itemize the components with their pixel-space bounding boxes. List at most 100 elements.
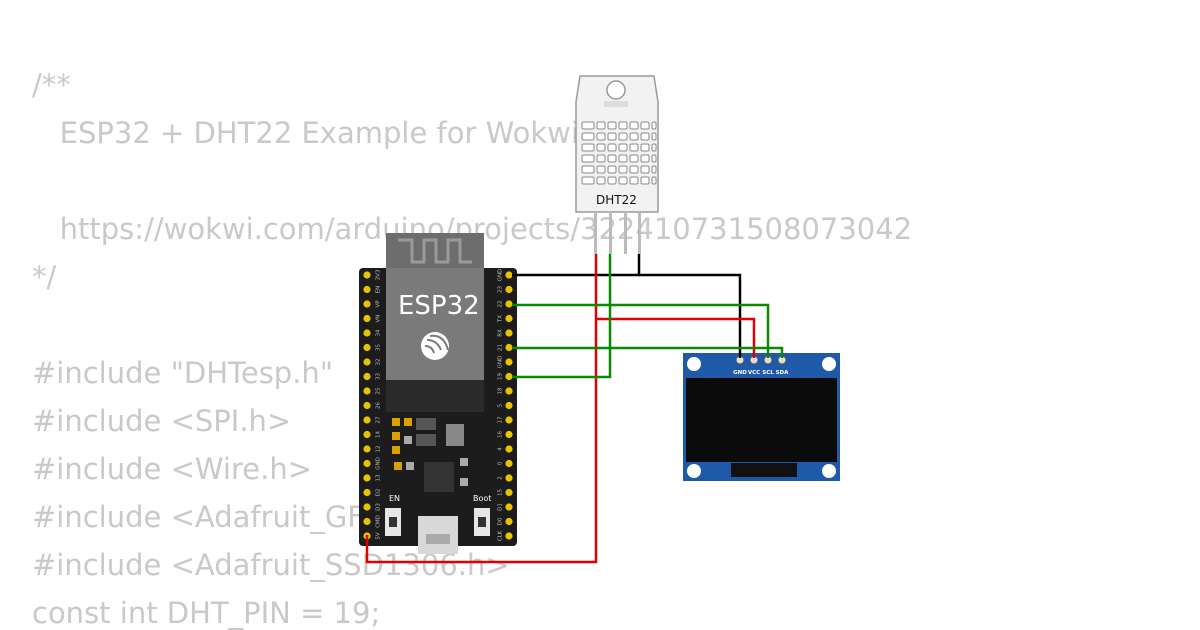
esp32-pin[interactable] — [363, 372, 371, 381]
grille-slot — [581, 165, 595, 174]
grille-slot — [618, 121, 628, 130]
esp32-pin-label: 18 — [498, 387, 504, 394]
code-line: #include <Wire.h> — [32, 452, 313, 486]
grille-slot — [640, 165, 650, 174]
esp32-pin[interactable] — [363, 416, 371, 424]
oled-screen — [686, 378, 837, 462]
esp32-pin-label: 33 — [376, 373, 382, 380]
espressif-logo-icon — [421, 332, 449, 360]
wire-dht-data[interactable] — [512, 254, 612, 379]
esp32-pin[interactable] — [505, 401, 513, 410]
esp32-pin[interactable] — [505, 329, 513, 337]
grille-slot — [581, 121, 595, 130]
grille-slot — [618, 165, 628, 174]
esp32-pin-label: CMD — [376, 515, 382, 528]
wire-vcc-oled[interactable] — [596, 317, 756, 358]
dht22-slot — [604, 101, 628, 107]
dht22-grille — [581, 121, 657, 185]
smd-component — [406, 462, 414, 470]
grille-slot — [640, 121, 650, 130]
smd-component — [404, 418, 412, 426]
esp32-left-pin-header: 3V3ENVPVN343532332526271412GND13D2D3CMD5… — [363, 269, 382, 540]
code-line: ESP32 + DHT22 Example for Wokwi — [32, 116, 579, 150]
esp32-pin[interactable] — [363, 314, 371, 323]
oled-pin-label: SCL — [762, 370, 774, 376]
esp32-pin[interactable] — [363, 358, 371, 366]
grille-slot — [581, 176, 595, 185]
wire-gnd-oled[interactable] — [639, 273, 742, 358]
grille-slot — [629, 121, 639, 130]
esp32-pin[interactable] — [505, 343, 513, 352]
grille-slot — [607, 143, 617, 152]
grille-slot — [629, 154, 639, 163]
smd-component — [392, 432, 400, 440]
esp32-pin[interactable] — [363, 300, 371, 308]
dht22-pin-data — [609, 212, 612, 254]
esp32-pin[interactable] — [363, 488, 371, 497]
esp32-pin[interactable] — [505, 488, 513, 497]
esp32-pin[interactable] — [505, 445, 513, 453]
esp32-pin[interactable] — [505, 416, 513, 424]
boot-label: Boot — [473, 494, 491, 503]
grille-slot — [596, 165, 606, 174]
esp32-pin-label: 17 — [498, 416, 504, 423]
esp32-pin-label: 25 — [376, 387, 382, 394]
wire-scl[interactable] — [512, 303, 770, 358]
esp32-pin[interactable] — [363, 285, 371, 294]
esp32-pin[interactable] — [505, 474, 513, 482]
esp32-pin[interactable] — [363, 401, 371, 410]
esp32-pin-label: D1 — [498, 503, 504, 511]
esp32-pin[interactable] — [505, 387, 513, 395]
regulator — [416, 434, 436, 446]
esp32-pin[interactable] — [363, 343, 371, 352]
esp32-pin[interactable] — [363, 329, 371, 337]
esp32-pin[interactable] — [505, 459, 513, 468]
esp32-pin[interactable] — [505, 503, 513, 511]
grille-slot — [640, 143, 650, 152]
crystal — [446, 424, 464, 446]
oled-display[interactable] — [683, 353, 840, 481]
esp32-pin-label: 32 — [376, 359, 382, 366]
esp32-pin[interactable] — [505, 314, 513, 323]
esp32-pin-label: 35 — [376, 344, 382, 351]
esp32-pin[interactable] — [363, 445, 371, 453]
esp32-pin[interactable] — [505, 271, 513, 279]
grille-slot — [581, 143, 595, 152]
boot-button-cap — [478, 517, 486, 527]
wire-vcc-esp[interactable] — [365, 254, 598, 564]
esp32-pin[interactable] — [363, 459, 371, 468]
smd-component — [460, 458, 468, 466]
esp32-pin[interactable] — [363, 503, 371, 511]
esp32-pin[interactable] — [505, 532, 513, 540]
esp32-pin-label: 14 — [376, 431, 382, 438]
esp32-pin[interactable] — [363, 271, 371, 279]
esp32-pin[interactable] — [505, 300, 513, 308]
esp32-pin-label: 34 — [376, 329, 382, 336]
esp32-pin-label: 5 — [498, 403, 504, 407]
esp32-pin[interactable] — [505, 372, 513, 381]
esp32-pin[interactable] — [505, 358, 513, 366]
esp32-pin-label: CLK — [498, 530, 504, 541]
oled-pin-label: VCC — [748, 370, 760, 376]
grille-slot — [618, 132, 628, 141]
esp32-pin-label: GND — [498, 269, 504, 282]
esp32-pin[interactable] — [363, 387, 371, 395]
esp32-pin-label: 27 — [376, 416, 382, 423]
code-line: #include "DHTesp.h" — [32, 356, 334, 390]
wire-sda[interactable] — [512, 346, 784, 358]
grille-slot — [640, 132, 650, 141]
esp32-pin-label: D3 — [376, 503, 382, 511]
dht22-sensor[interactable]: DHT22 — [575, 75, 659, 254]
grille-slot — [618, 154, 628, 163]
esp32-pin[interactable] — [505, 430, 513, 439]
esp32-pin[interactable] — [363, 430, 371, 439]
esp32-pin[interactable] — [505, 517, 513, 526]
esp32-pin[interactable] — [363, 474, 371, 482]
esp32-pin-label: 15 — [498, 489, 504, 496]
esp32-pin[interactable] — [505, 285, 513, 294]
grille-slot — [640, 154, 650, 163]
esp32-pin[interactable] — [363, 517, 371, 526]
wire-gnd-esp[interactable] — [512, 254, 641, 277]
